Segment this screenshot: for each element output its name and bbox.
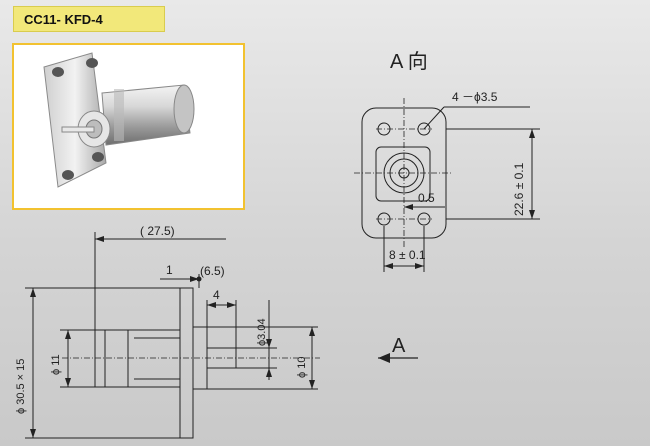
ref-length-label: (6.5) — [200, 264, 225, 278]
height-dim-label: 22.6 ± 0.1 — [512, 162, 526, 216]
product-code-label: CC11- KFD-4 — [13, 6, 165, 32]
view-a-title: A 向 — [390, 50, 428, 73]
pin-length-label: 4 — [213, 288, 220, 302]
pin-dia-label: ϕ3.04 — [256, 318, 268, 346]
connector-illustration — [43, 52, 195, 188]
flange-dim-label: ϕ 30.5 × 15 — [15, 359, 27, 414]
offset-label: 0.5 — [418, 191, 435, 205]
insulator-dia-label: ϕ 10 — [296, 357, 308, 378]
product-photo — [12, 43, 245, 210]
overall-length-label: ( 27.5) — [140, 224, 175, 238]
body-dia-label: ϕ 11 — [50, 354, 62, 375]
hole-spec-label: 4 －ϕ3.5 — [452, 90, 498, 104]
view-arrow-label: A — [392, 335, 406, 357]
connector-body-side — [94, 329, 181, 388]
flange-side — [179, 287, 194, 439]
body-square — [375, 146, 431, 202]
width-dim-label: 8 ± 0.1 — [389, 248, 426, 262]
flange-thickness-label: 1 — [166, 263, 173, 277]
